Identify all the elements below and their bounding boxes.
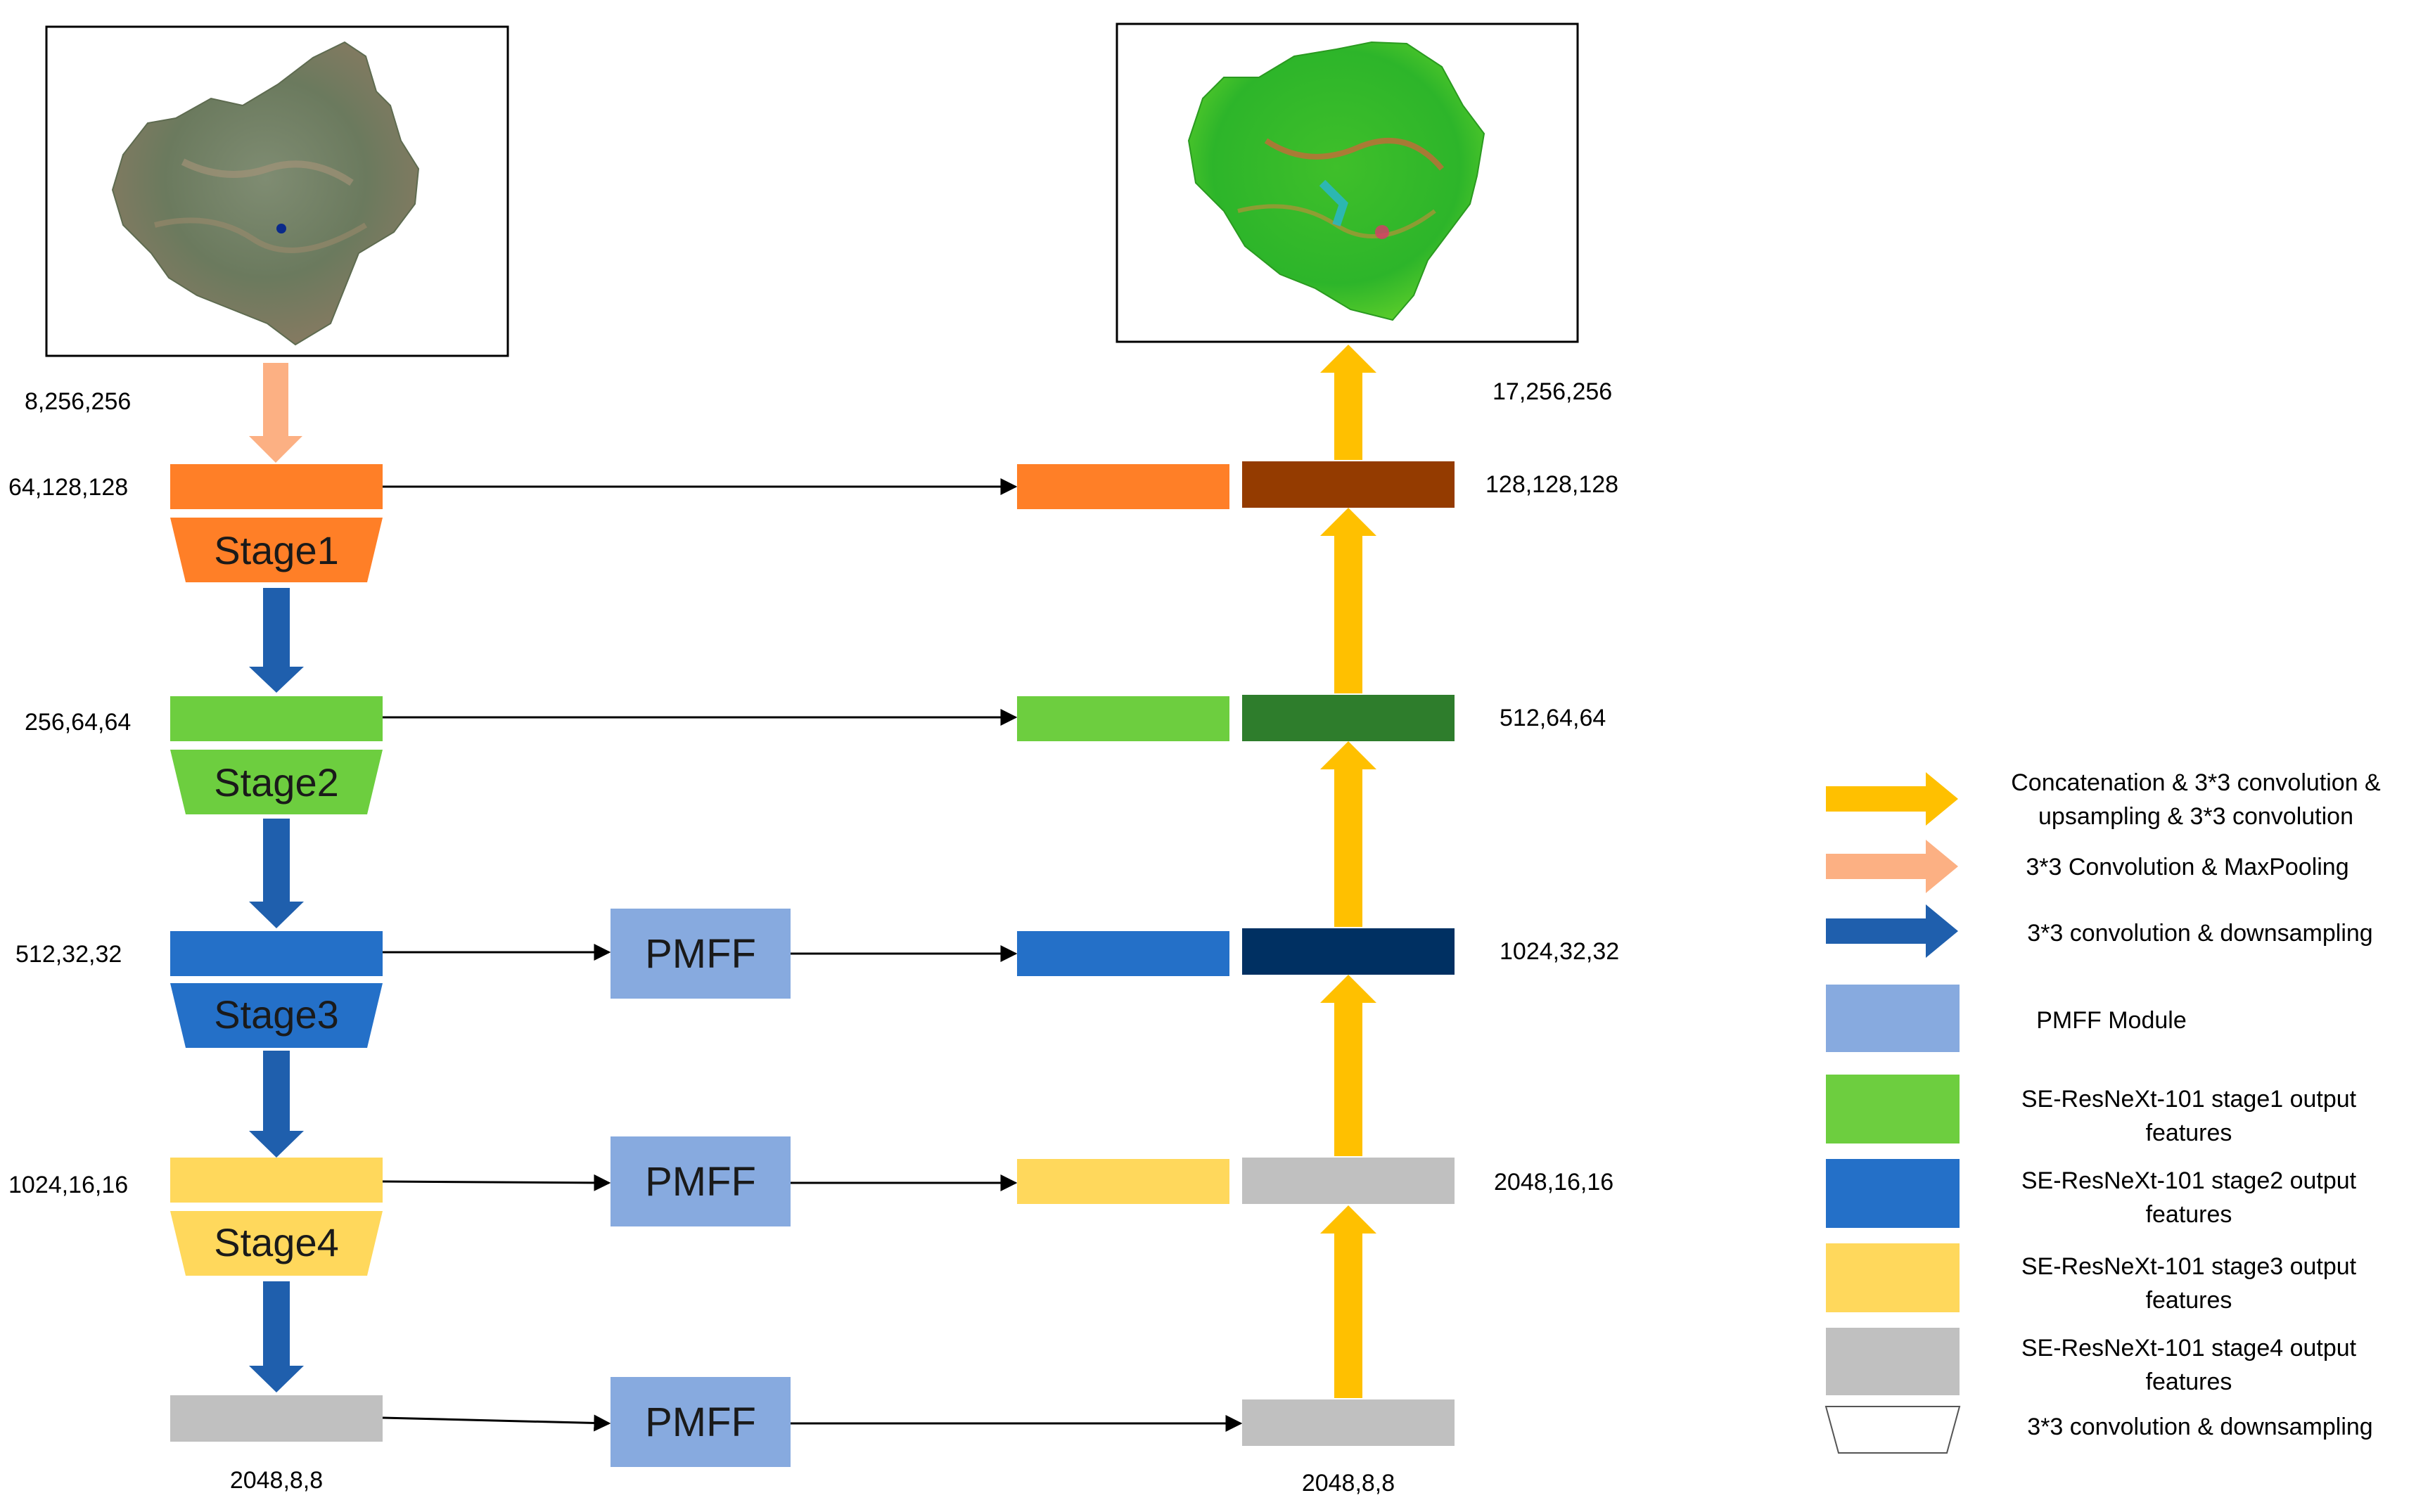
stage2-trapezoid: [170, 750, 383, 814]
stage1-output-block: [170, 464, 383, 509]
legend-stage4-swatch: [1826, 1328, 1960, 1395]
downsample-arrow-3: [249, 1051, 304, 1158]
legend: Concatenation & 3*3 convolution & upsamp…: [1824, 769, 2381, 1454]
stage4-output-block: [170, 1158, 383, 1203]
pmff-module-1: [611, 909, 791, 999]
decoder-skip-stage3: [1017, 931, 1229, 976]
legend-peach-arrow-icon: [1826, 840, 1958, 893]
legend-peach-text: 3*3 Convolution & MaxPooling: [2026, 854, 2348, 880]
decoder3-dims: 1024,32,32: [1500, 938, 1619, 965]
stage2-output-block: [170, 696, 383, 741]
stage2-label: Stage2: [214, 760, 339, 805]
stage1-trapezoid: [170, 518, 383, 582]
pmff-module-3-label: PMFF: [645, 1399, 756, 1445]
legend-gold-arrow-icon: [1826, 772, 1958, 826]
stage1-dims: 64,128,128: [8, 474, 128, 501]
legend-stage4-text-1: SE-ResNeXt-101 stage4 output: [2021, 1335, 2357, 1362]
input-dims: 8,256,256: [25, 388, 131, 415]
decoder-block-1: [1242, 461, 1455, 508]
legend-stage3-text-1: SE-ResNeXt-101 stage3 output: [2021, 1253, 2357, 1280]
stage4-dims: 1024,16,16: [8, 1172, 128, 1198]
stage2-dims: 256,64,64: [25, 709, 131, 736]
legend-stage1-text-1: SE-ResNeXt-101 stage1 output: [2021, 1086, 2357, 1113]
stage4-to-pmff-arrow: [382, 1174, 611, 1191]
legend-stage2-text-2: features: [2146, 1201, 2232, 1228]
downsample-arrow-2: [249, 819, 304, 928]
decoder-block-2: [1242, 695, 1455, 741]
legend-gold-text-1: Concatenation & 3*3 convolution &: [2011, 769, 2381, 796]
upsample-arrow-1: [1320, 1205, 1376, 1398]
decoder-skip-stage2: [1017, 696, 1229, 741]
legend-blue-arrow-icon: [1826, 904, 1958, 958]
legend-trapezoid-icon: [1824, 1406, 1961, 1454]
stage5-output-block: [170, 1395, 383, 1442]
legend-stage3-swatch: [1826, 1243, 1960, 1312]
upsample-arrow-3: [1320, 741, 1376, 927]
legend-gold-text-2: upsampling & 3*3 convolution: [2038, 803, 2353, 830]
stage3-output-block: [170, 931, 383, 976]
decoder-skip-stage4: [1017, 1159, 1229, 1204]
decoder1-dims: 128,128,128: [1485, 471, 1618, 498]
pmff-module-2: [611, 1136, 791, 1226]
water-body-icon: [276, 224, 286, 233]
stage3-label: Stage3: [214, 992, 339, 1037]
decoder-block-3: [1242, 928, 1455, 975]
legend-trapezoid-text: 3*3 convolution & downsampling: [2027, 1414, 2372, 1440]
decoder-block-4: [1242, 1158, 1455, 1204]
upsample-arrow-5: [1320, 345, 1376, 460]
stage3-trapezoid: [170, 983, 383, 1048]
stage1-label: Stage1: [214, 528, 339, 572]
maxpool-arrow: [249, 363, 302, 463]
upsample-arrow-4: [1320, 508, 1376, 693]
legend-stage1-text-2: features: [2146, 1120, 2232, 1146]
legend-stage4-text-2: features: [2146, 1369, 2232, 1395]
legend-pmff-text: PMFF Module: [2036, 1007, 2187, 1034]
pmff-module-3: [611, 1377, 791, 1467]
output-classification-image: [1116, 23, 1579, 343]
decoder-skip-stage1: [1017, 464, 1229, 509]
satellite-region-shape: [111, 41, 420, 346]
stage4-label: Stage4: [214, 1220, 339, 1264]
classification-region-shape: [1187, 41, 1485, 321]
decoder2-dims: 512,64,64: [1500, 705, 1606, 731]
legend-stage2-text-1: SE-ResNeXt-101 stage2 output: [2021, 1167, 2357, 1194]
pmff-module-1-label: PMFF: [645, 931, 756, 977]
input-satellite-image: [45, 25, 509, 357]
decoder-bottom-dims: 2048,8,8: [1302, 1470, 1395, 1497]
legend-stage1-swatch: [1826, 1075, 1960, 1143]
downsample-arrow-4: [249, 1281, 304, 1392]
stage3-dims: 512,32,32: [15, 941, 122, 968]
legend-stage2-swatch: [1826, 1159, 1960, 1228]
legend-stage3-text-2: features: [2146, 1287, 2232, 1314]
stage4-trapezoid: [170, 1211, 383, 1276]
legend-blue-text: 3*3 convolution & downsampling: [2027, 920, 2372, 947]
downsample-arrow-1: [249, 588, 304, 693]
output-dims: 17,256,256: [1493, 378, 1612, 405]
decoder-bottom-block: [1242, 1399, 1455, 1446]
stage5-to-pmff-arrow: [382, 1414, 611, 1432]
upsample-arrow-2: [1320, 975, 1376, 1156]
legend-pmff-swatch: [1826, 985, 1960, 1052]
decoder4-dims: 2048,16,16: [1494, 1169, 1613, 1196]
pmff-module-2-label: PMFF: [645, 1159, 756, 1205]
encoder-bottom-dims: 2048,8,8: [230, 1467, 323, 1494]
